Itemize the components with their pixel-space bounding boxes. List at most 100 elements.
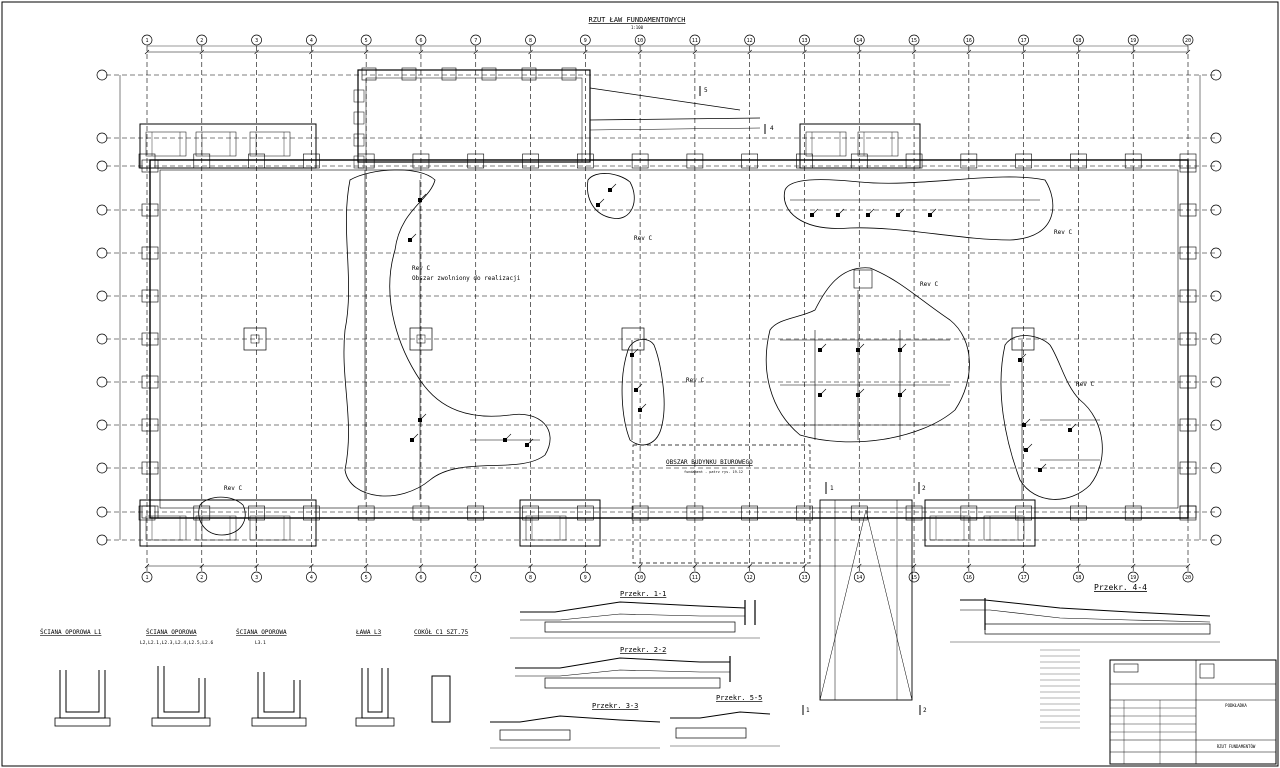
wall-footing [1179,461,1197,475]
wall-footing [905,505,923,521]
grid-bubble [579,571,591,583]
revision-label: Rev C [1076,381,1094,388]
revision-label: Rev C [224,485,242,492]
grid-bubble [799,34,810,46]
grid-number: 17 [1021,38,1027,44]
grid-bubble [525,571,536,583]
grid-bubble [853,571,865,583]
grid-number: 11 [692,38,698,44]
section-2-2: Przekr. 2-2 [515,646,731,689]
grid-bubble [141,34,153,46]
grid-number: 16 [966,38,972,44]
grid-number: 7 [474,38,477,44]
excluded-area-note: Obszar zwolniony do realizacji [412,275,521,282]
grid-number: 11 [692,575,698,581]
wall-footing [138,153,156,169]
grid-bubble [525,34,536,46]
grid-bubble [1073,34,1084,46]
wall-footing [361,67,377,81]
detail-subtitle: L2,L2.1,L2.3,L2.4,L2.5,L2.6 [140,640,213,646]
row-bubble [96,462,108,474]
grid-number: 2 [200,38,203,44]
stair-module [145,515,187,541]
detail-title: ŁAWA L3 [355,629,382,636]
row-bubble [96,247,108,259]
grid-bubble [306,571,317,583]
wall-footing [1179,203,1197,217]
grid-number: 9 [584,575,587,581]
grid-bubble [634,571,646,583]
office-area-note: fundament - patrz rys. 19-12 [684,470,743,474]
wall-footing [1015,153,1032,169]
wall-footing [796,505,813,521]
revision-labels: Rev C Rev C Rev C Rev C Rev C Rev C Rev … [224,229,1094,492]
section-5-5: Przekr. 5-5 [670,694,780,747]
grid-number: 18 [1075,38,1081,44]
office-area: OBSZAR BUDYNKU BIUROWEGO fundament - pat… [632,444,811,564]
wall-footing [141,461,159,475]
detail-title: ŚCIANA OPOROWA L1 [40,629,102,636]
wall-footing [1179,246,1197,260]
row-bubble [96,376,108,388]
row-bubble [1210,69,1222,81]
grid-number: 14 [856,38,862,44]
grid-number: 9 [584,38,587,44]
general-notes [1040,649,1080,729]
wall-footing [741,153,758,169]
detail-title: ŚCIANA OPOROWA [146,629,197,636]
row-bubble [96,160,108,172]
grid-number: 19 [1130,38,1136,44]
wall-footing [1179,505,1197,519]
row-bubble [1210,204,1222,216]
wall-footing [522,153,539,169]
wall-footing [141,203,159,217]
grid-number: 18 [1075,575,1081,581]
grid-number: 1 [145,575,148,581]
office-area-title: OBSZAR BUDYNKU BIUROWEGO [666,459,753,466]
svg-text:5: 5 [704,87,708,94]
grid-bubble [415,34,427,46]
row-bubble [96,534,108,546]
row-bubble [1210,247,1222,259]
section-title: Przekr. 3-3 [592,702,638,710]
grid-number: 5 [365,575,368,581]
row-bubble [1210,333,1222,345]
row-bubble [1210,290,1222,302]
row-bubbles [96,69,1222,546]
stair-module [195,515,237,541]
grid-number: 6 [419,575,422,581]
grid-bubble [360,571,372,583]
wall-footing [522,505,539,521]
detail-wall-l3: ŚCIANA OPOROWA L3.1 [236,629,307,727]
detail-plinth-c1: COKÓŁ C1 SZT.75 [414,629,469,723]
section-title: Przekr. 5-5 [716,694,762,702]
grid-number: 3 [255,38,258,44]
grid-bubble [251,571,262,583]
stair-module [805,131,847,157]
stair-module [145,131,187,157]
revision-label: Rev C [920,281,938,288]
stair-module [195,131,237,157]
wall-footing [357,505,375,521]
title-block-project: PODKŁADKA [1225,703,1247,708]
row-bubble [96,419,108,431]
grid-number: 10 [637,575,643,581]
row-bubble [96,204,108,216]
plan-title: RZUT ŁAW FUNDAMENTOWYCH [589,16,686,24]
wall-footing [960,505,978,521]
section-markers: 5 4 1 2 1 2 [699,86,927,715]
grid-number: 6 [419,38,422,44]
dimension-lines [119,45,1201,569]
row-bubble [96,132,108,144]
svg-text:1: 1 [806,707,810,714]
wall-footing [141,159,159,173]
wall-footing [850,153,868,169]
wall-footing [631,505,649,521]
wall-footing [141,418,159,432]
grid-bubble [963,34,975,46]
grid-bubble [908,34,920,46]
wall-footing [1179,289,1197,303]
row-bubble [1210,534,1222,546]
